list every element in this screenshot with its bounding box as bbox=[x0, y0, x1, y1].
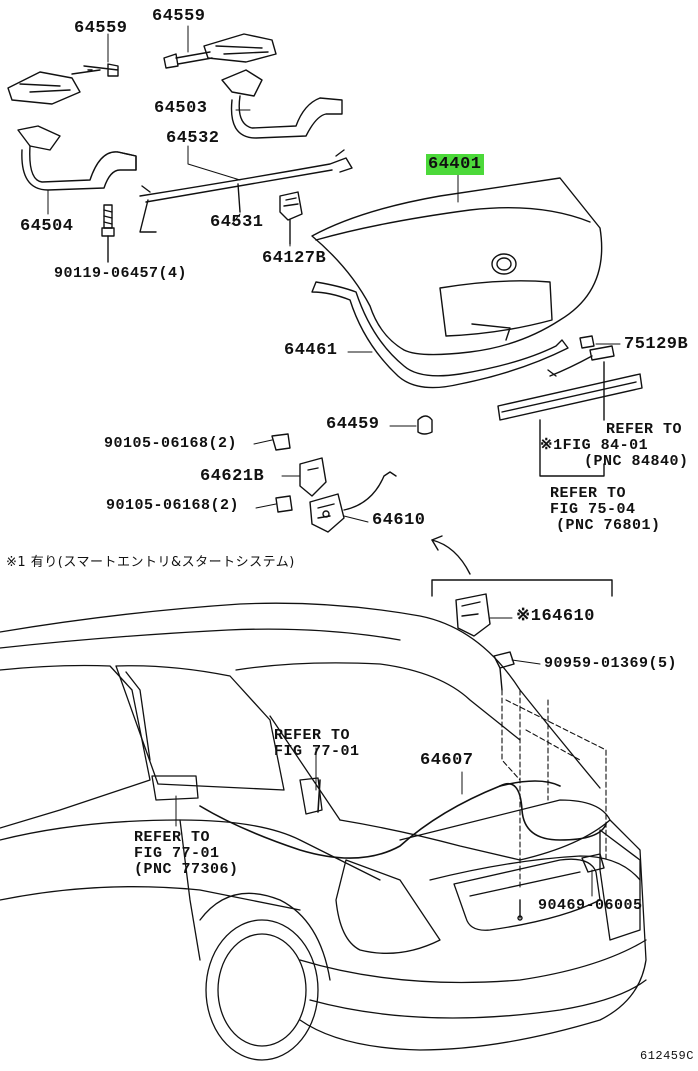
ref-84-line3: (PNC 84840) bbox=[584, 453, 689, 470]
ref-75-line2: FIG 75-04 bbox=[550, 501, 636, 518]
hinge-64503 bbox=[203, 33, 343, 139]
label-90105-b: 90105-06168(2) bbox=[106, 497, 240, 514]
ref-84-line2: ※1FIG 84-01 bbox=[540, 437, 649, 454]
hinge-64504 bbox=[7, 71, 137, 191]
label-64461: 64461 bbox=[284, 341, 338, 360]
bolt-90119 bbox=[101, 204, 115, 263]
ref-line-75 bbox=[539, 419, 605, 477]
garnish-bar bbox=[497, 345, 643, 421]
label-90959: 90959-01369(5) bbox=[544, 655, 678, 672]
ref-77b-line3: (PNC 77306) bbox=[134, 861, 239, 878]
rod-64531 bbox=[237, 183, 241, 213]
ref-77b-line1: REFER TO bbox=[134, 829, 211, 846]
latch-64610-alt bbox=[455, 593, 491, 637]
ref-75-line3: (PNC 76801) bbox=[556, 517, 661, 534]
diagram-id: 612459C bbox=[640, 1049, 694, 1063]
label-64459: 64459 bbox=[326, 415, 380, 434]
label-64621b: 64621B bbox=[200, 467, 265, 486]
label-90119: 90119-06457(4) bbox=[54, 265, 188, 282]
label-64504: 64504 bbox=[20, 217, 74, 236]
label-64559-left: 64559 bbox=[74, 19, 128, 38]
ref-77a-line2: FIG 77-01 bbox=[274, 743, 360, 760]
highlight-64401: 64401 bbox=[426, 154, 484, 175]
label-64401: 64401 bbox=[426, 154, 484, 175]
bracket-line bbox=[431, 579, 613, 597]
footnote: ※1 有り(スマートエントリ&スタートシステム) bbox=[6, 555, 295, 570]
bolt-64559-left bbox=[71, 63, 119, 77]
label-90469: 90469-06005 bbox=[538, 897, 643, 914]
cable-64607 bbox=[199, 779, 607, 859]
bracket-90469 bbox=[517, 853, 605, 921]
label-64559-upper: 64559 bbox=[152, 7, 206, 26]
ref-77a-line1: REFER TO bbox=[274, 727, 351, 744]
label-64531: 64531 bbox=[210, 213, 264, 232]
weatherstrip-64461 bbox=[311, 281, 569, 389]
ref-75-line1: REFER TO bbox=[550, 485, 627, 502]
label-64127b: 64127B bbox=[262, 249, 327, 268]
latch-assembly-64610 bbox=[271, 433, 397, 533]
ref-77b-line2: FIG 77-01 bbox=[134, 845, 220, 862]
leader-lines bbox=[47, 25, 621, 897]
label-90105-a: 90105-06168(2) bbox=[104, 435, 238, 452]
label-64610: 64610 bbox=[372, 511, 426, 530]
arrow bbox=[431, 535, 471, 575]
torsion-bar-64532 bbox=[139, 149, 353, 233]
label-75129b: 75129B bbox=[624, 335, 689, 354]
label-64610-alt: ※164610 bbox=[516, 607, 595, 626]
bolt-64559-upper bbox=[163, 51, 213, 69]
bracket-75129b bbox=[579, 335, 595, 349]
label-64532: 64532 bbox=[166, 129, 220, 148]
trunk-lid-64401 bbox=[311, 177, 603, 356]
label-64503: 64503 bbox=[154, 99, 208, 118]
label-64607: 64607 bbox=[420, 751, 474, 770]
ref-84-line1: REFER TO bbox=[606, 421, 683, 438]
cushion-64459 bbox=[417, 415, 433, 435]
clip-90959 bbox=[493, 651, 515, 691]
bracket-64127b bbox=[279, 191, 303, 245]
dashed-routing bbox=[501, 689, 607, 891]
